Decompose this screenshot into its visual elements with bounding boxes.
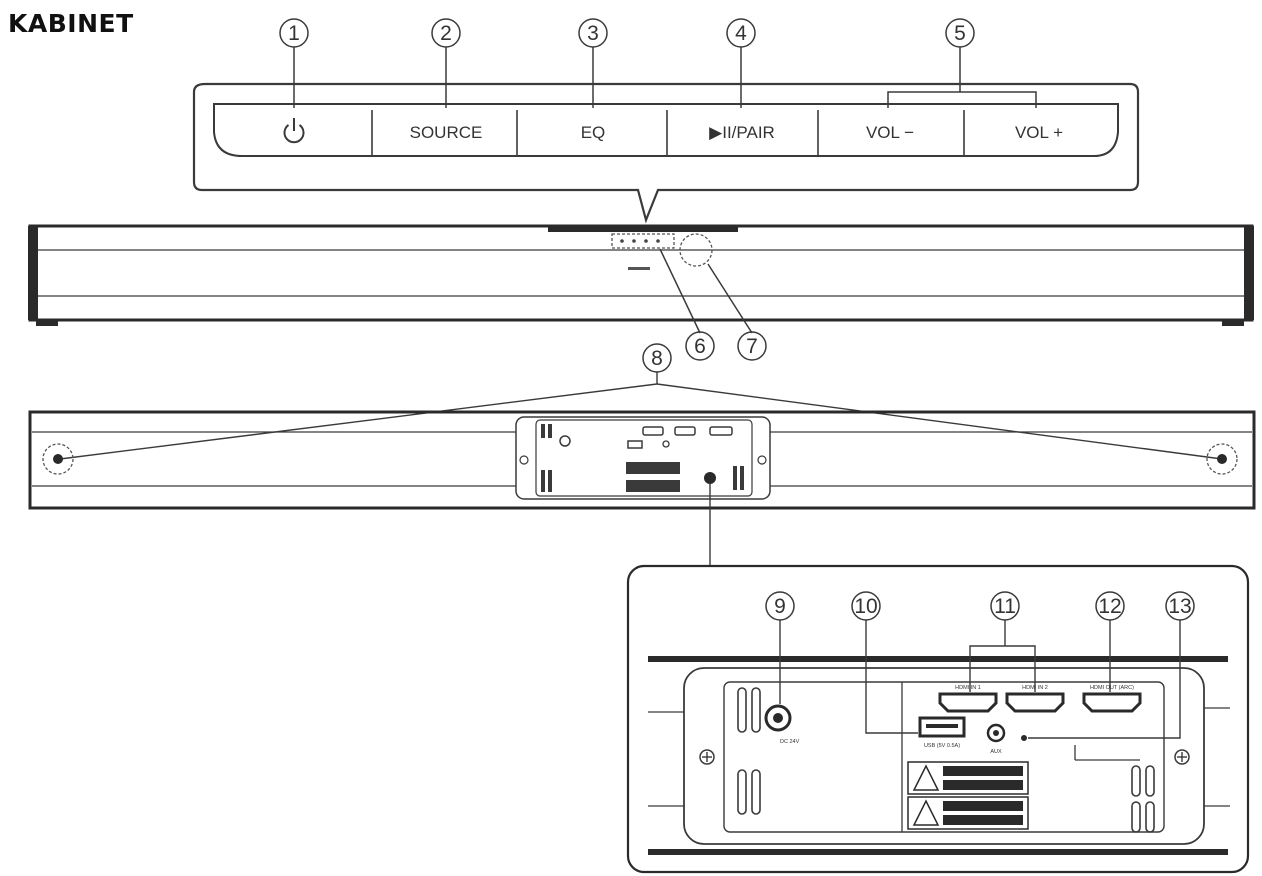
svg-text:11: 11 [994, 595, 1016, 618]
svg-text:DC 24V: DC 24V [780, 739, 800, 745]
svg-text:10: 10 [854, 595, 877, 618]
svg-text:9: 9 [774, 595, 786, 618]
button-area-outline [611, 233, 675, 249]
source-button[interactable]: SOURCE [410, 123, 483, 142]
dc-power-port: DC 24V [764, 704, 800, 745]
wall-mount-hole-left [42, 443, 74, 475]
hdmi-in-1-port[interactable]: HDMI IN 1 [938, 685, 998, 713]
callout-12: 12 [1095, 591, 1125, 621]
svg-text:8: 8 [651, 347, 663, 370]
remote-sensor-area [679, 233, 713, 267]
wall-mount-hole-right [1206, 443, 1238, 475]
svg-text:HDMI OUT (ARC): HDMI OUT (ARC) [1090, 685, 1134, 691]
usb-port[interactable]: USB (5V 0.5A) [918, 716, 966, 749]
callout-9: 9 [765, 591, 795, 621]
callout-11: 11 [990, 591, 1020, 621]
control-panel-callout: SOURCE EQ ▶II/PAIR VOL − VOL + 1 2 3 4 5 [192, 18, 1140, 224]
svg-text:5: 5 [954, 22, 966, 45]
eq-button[interactable]: EQ [581, 123, 606, 142]
callout-3: 3 [578, 18, 608, 48]
callout-5: 5 [945, 18, 975, 48]
svg-text:HDMI IN 1: HDMI IN 1 [955, 685, 981, 691]
vent-slots-right [1131, 765, 1155, 833]
svg-text:USB (5V 0.5A): USB (5V 0.5A) [924, 743, 960, 749]
vent-slots-left [737, 687, 761, 815]
svg-text:AUX: AUX [990, 749, 1002, 755]
callout-1: 1 [279, 18, 309, 48]
power-button[interactable] [283, 118, 305, 144]
brand-logo [628, 267, 650, 270]
page-title: KABINET [8, 9, 134, 38]
screw-right [1174, 749, 1190, 765]
svg-text:7: 7 [746, 335, 758, 358]
svg-text:3: 3 [587, 22, 599, 45]
callout-10: 10 [851, 591, 881, 621]
svg-text:4: 4 [735, 22, 747, 45]
caution-label [907, 761, 1029, 795]
volume-up-button[interactable]: VOL + [1015, 123, 1063, 142]
volume-down-button[interactable]: VOL − [866, 123, 914, 142]
callout-2: 2 [431, 18, 461, 48]
screw-left [699, 749, 715, 765]
soundbar-front-view: 6 7 [28, 224, 1254, 361]
soundbar-rear-view: 8 [28, 343, 1256, 566]
svg-text:12: 12 [1098, 595, 1121, 618]
svg-text:6: 6 [694, 335, 706, 358]
rear-connector-closeup: DC 24V HDMI IN 1 HDMI IN 2 HDMI OUT (ARC… [626, 564, 1250, 874]
svg-text:2: 2 [440, 22, 452, 45]
svg-text:1: 1 [288, 22, 300, 45]
wifi-module-port [1021, 735, 1027, 741]
play-pause-pair-button[interactable]: ▶II/PAIR [709, 123, 775, 142]
callout-13: 13 [1165, 591, 1195, 621]
warning-label [907, 796, 1029, 830]
callout-7: 7 [737, 331, 767, 361]
power-icon [283, 118, 305, 144]
hdmi-out-arc-port[interactable]: HDMI OUT (ARC) [1082, 685, 1142, 713]
svg-text:13: 13 [1168, 595, 1191, 618]
callout-6: 6 [685, 331, 715, 361]
callout-4: 4 [726, 18, 756, 48]
callout-8: 8 [642, 343, 672, 373]
aux-port[interactable]: AUX [986, 723, 1006, 755]
